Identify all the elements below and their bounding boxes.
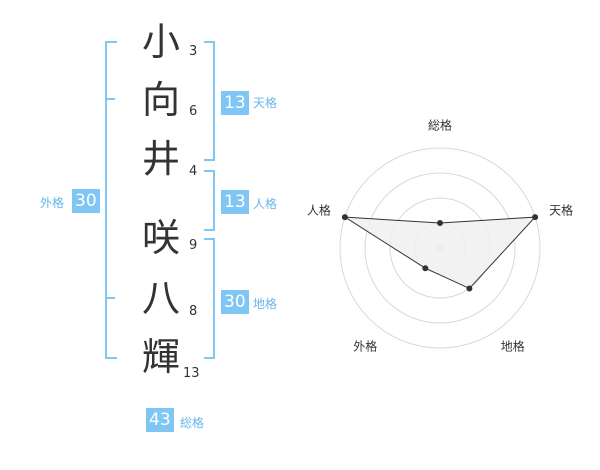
gaikaku-value-badge: 30 (72, 189, 100, 213)
soukaku-label: 総格 (180, 416, 205, 430)
name-char-5: 八 (141, 276, 180, 320)
radar-axis-label-5: 人格 (307, 203, 331, 218)
jinkaku-value-badge: 13 (221, 190, 249, 214)
gaikaku-bracket (105, 41, 117, 359)
jinkaku-label: 人格 (253, 197, 278, 211)
gaikaku-bracket-tick (105, 297, 115, 299)
name-char-1: 小 (141, 20, 180, 64)
radar-axis-label-1: 総格 (428, 118, 452, 133)
radar-axis-label-3: 地格 (501, 338, 525, 353)
name-char-3: 井 (141, 137, 180, 181)
tenkaku-bracket (204, 41, 215, 161)
radar-axis-label-2: 天格 (549, 203, 573, 218)
radar-points (341, 214, 539, 292)
radar-point-4 (422, 265, 429, 272)
stroke-count-6: 13 (183, 366, 200, 381)
soukaku-value-badge: 43 (146, 408, 174, 432)
radar-ring (339, 147, 541, 349)
radar-axis-label-4: 外格 (353, 338, 377, 353)
radar-ring (364, 172, 516, 324)
radar-point-1 (437, 220, 443, 226)
chikaku-value-badge: 30 (221, 290, 249, 314)
stroke-count-5: 8 (189, 304, 198, 319)
radar-area-group (344, 216, 537, 290)
stroke-count-4: 9 (189, 238, 198, 253)
radar-area (344, 216, 537, 290)
tenkaku-value-badge: 13 (221, 91, 249, 115)
name-char-2: 向 (141, 78, 180, 122)
stroke-count-3: 4 (189, 164, 198, 179)
gaikaku-bracket-tick (105, 98, 115, 100)
radar-point-3 (466, 285, 473, 292)
chikaku-label: 地格 (253, 297, 278, 311)
name-char-6: 輝 (141, 335, 180, 379)
radar-point-2 (532, 214, 539, 221)
tenkaku-label: 天格 (253, 96, 278, 110)
stroke-count-2: 6 (189, 104, 198, 119)
stroke-count-1: 3 (189, 44, 198, 59)
gaikaku-label: 外格 (40, 196, 65, 210)
name-char-4: 咲 (141, 216, 180, 260)
jinkaku-bracket (204, 170, 215, 231)
radar-point-5 (341, 214, 348, 221)
chikaku-bracket (204, 238, 215, 359)
